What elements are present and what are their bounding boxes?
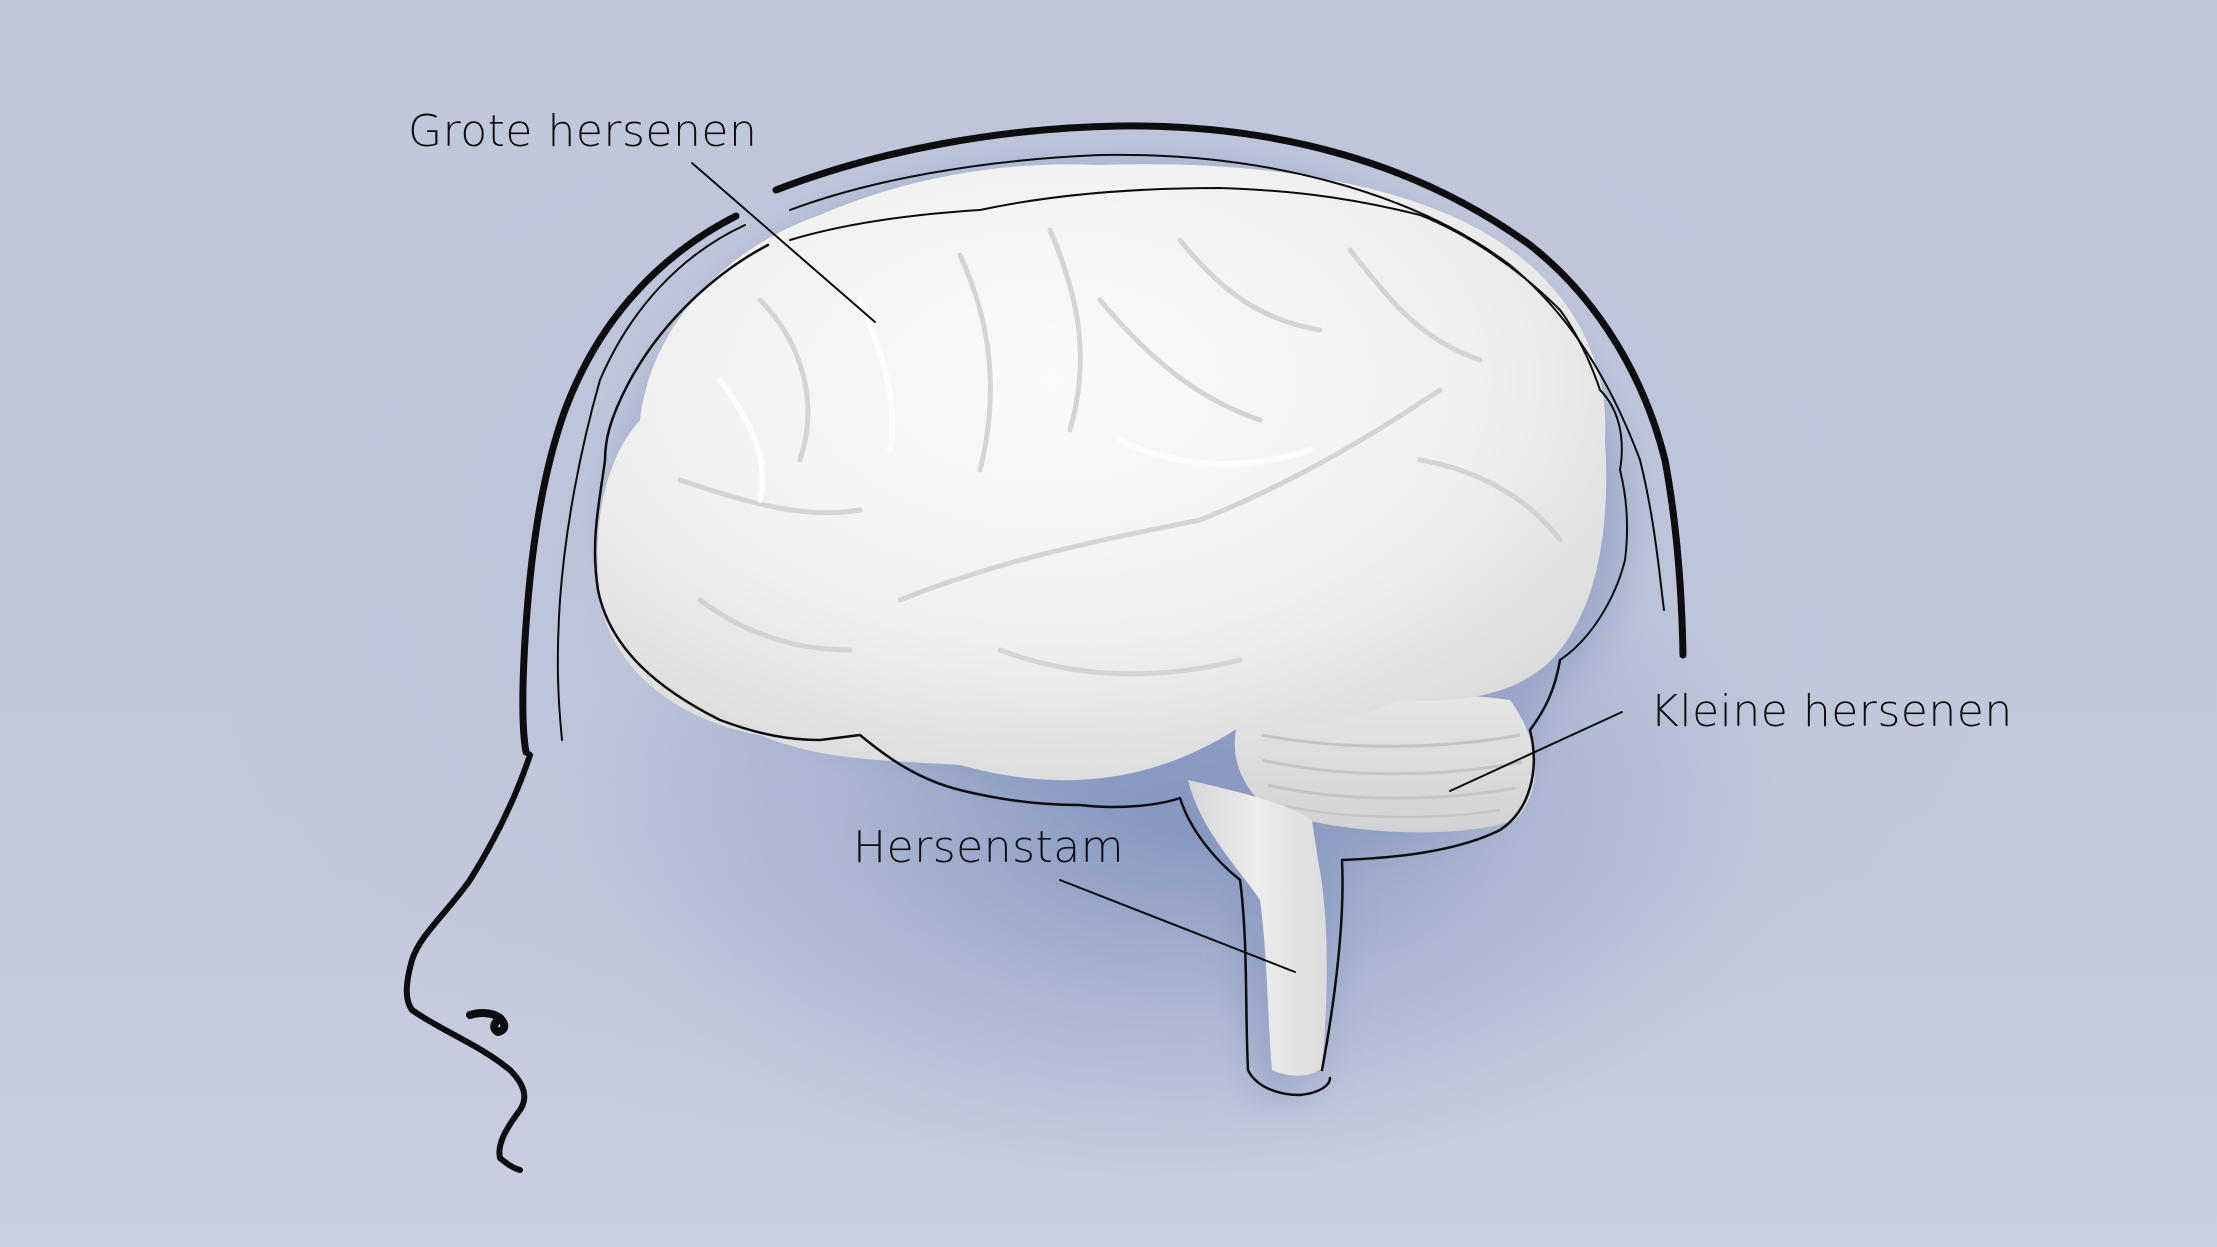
leader-line-cerebellum xyxy=(1449,711,1623,792)
leader-lines xyxy=(691,162,1623,973)
cerebrum-shape xyxy=(597,164,1607,781)
label-brainstem: Hersenstam xyxy=(853,822,1125,873)
leader-line-cerebrum xyxy=(691,162,876,323)
label-cerebellum: Kleine hersenen xyxy=(1650,686,2013,737)
label-cerebrum: Grote hersenen xyxy=(408,106,758,157)
brainstem-shape xyxy=(1188,780,1327,1076)
leader-line-brainstem xyxy=(1059,879,1296,973)
cerebellum-shape xyxy=(1234,692,1536,833)
brain-outline-trace xyxy=(556,153,1665,1097)
head-profile-outline xyxy=(403,122,1687,1173)
